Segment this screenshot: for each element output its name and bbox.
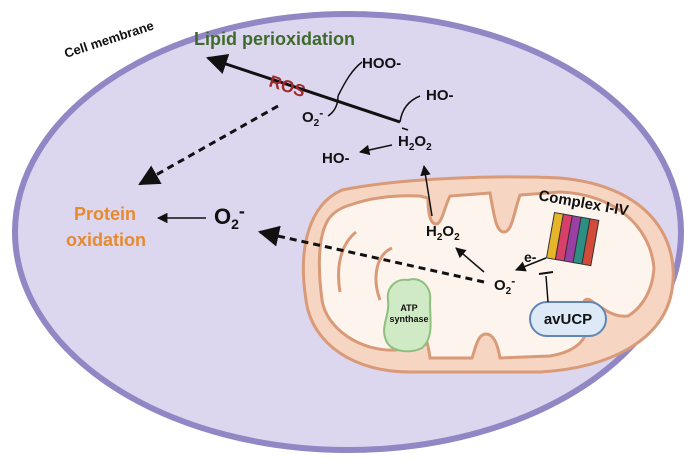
ho-lower-label: HO- bbox=[322, 150, 350, 167]
avucp-protein bbox=[529, 301, 607, 337]
h2o2-mito-label: H2O2 bbox=[426, 223, 460, 243]
hoo-label: HOO- bbox=[362, 55, 401, 72]
protein-oxidation-label-line1: Protein bbox=[74, 204, 136, 224]
arrow-h2o2-to-chain bbox=[401, 127, 409, 131]
arrow-o2-to-h2o2 bbox=[455, 247, 485, 273]
avucp-inhibition-bar bbox=[538, 271, 554, 275]
electron-label: e- bbox=[524, 249, 537, 265]
lipid-chain-line bbox=[206, 54, 401, 124]
complex-i-iv bbox=[545, 211, 600, 267]
o2-branch bbox=[327, 95, 339, 117]
ho-upper-label: HO- bbox=[426, 87, 454, 104]
atp-synthase-label-line2: synthase bbox=[389, 314, 428, 324]
cell-membrane-label: Cell membrane bbox=[62, 18, 155, 61]
avucp-label: avUCP bbox=[544, 311, 592, 328]
atp-synthase-label-line1: ATP bbox=[400, 303, 417, 313]
mitochondrion-cristae bbox=[337, 230, 393, 301]
o2-main-label: O2- bbox=[214, 201, 245, 232]
atp-synthase bbox=[383, 278, 432, 353]
protein-oxidation-label-line2: oxidation bbox=[66, 230, 146, 250]
dashed-arrow-ros-to-protein bbox=[138, 104, 279, 186]
arrow-h2o2-to-ho bbox=[358, 144, 393, 156]
arrow-e-to-o2 bbox=[515, 257, 547, 272]
o2-mito-label: O2- bbox=[494, 274, 515, 297]
h2o2-upper-label: H2O2 bbox=[398, 133, 432, 153]
hoo-branch bbox=[337, 61, 363, 97]
lipid-peroxidation-label: Lipid perioxidation bbox=[194, 29, 355, 49]
o2-upper-label: O2- bbox=[302, 106, 323, 129]
arrow-mito-h2o2-up bbox=[420, 164, 433, 217]
avucp-inhibition-line bbox=[545, 275, 549, 303]
ho-upper-branch bbox=[399, 95, 421, 123]
dashed-arrow-mito-o2-to-main-o2 bbox=[257, 225, 485, 284]
